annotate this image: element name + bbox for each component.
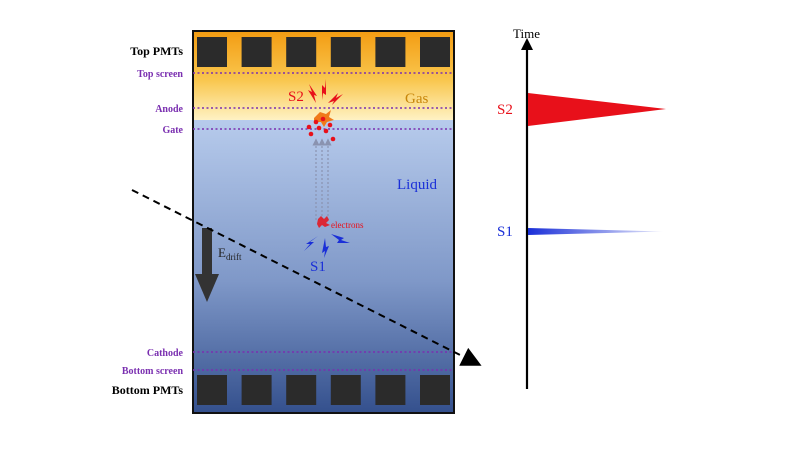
electrons-label: electrons	[331, 220, 364, 230]
liquid-label: Liquid	[397, 177, 437, 193]
top-screen-label: Top screen	[137, 69, 183, 80]
top-pmt-3	[286, 37, 317, 67]
liquid-region	[193, 120, 454, 413]
top-pmt-2	[241, 37, 272, 67]
top-pmt-row	[197, 37, 450, 67]
s2-pulse	[528, 93, 666, 126]
s1-time-label: S1	[497, 224, 513, 240]
bottom-screen-label: Bottom screen	[122, 366, 184, 377]
bottom-pmt-3	[286, 375, 317, 405]
interaction-vertex: electrons	[317, 216, 364, 230]
time-axis-label: Time	[513, 26, 540, 41]
gas-region	[193, 31, 454, 121]
timeline: Time S2 S1	[497, 26, 666, 389]
gas-label: Gas	[405, 91, 428, 107]
time-axis-arrowhead	[521, 38, 533, 50]
particle-track	[131, 189, 482, 366]
top-pmts-label: Top PMTs	[130, 44, 183, 58]
top-pmt-4	[330, 37, 361, 67]
e-drift-main: E	[218, 245, 226, 260]
e-drift-label: Edrift	[218, 245, 242, 262]
s2-detector-label: S2	[288, 89, 304, 105]
bottom-pmt-2	[241, 375, 272, 405]
cathode-label: Cathode	[147, 348, 184, 359]
s1-flash	[304, 234, 350, 258]
electron-drift-paths	[312, 138, 332, 220]
drift-field-arrow	[195, 228, 219, 302]
bottom-pmt-row	[197, 375, 450, 405]
s2-time-label: S2	[497, 102, 513, 118]
bottom-pmts-label: Bottom PMTs	[112, 383, 184, 397]
bottom-pmt-4	[330, 375, 361, 405]
detector-border	[192, 30, 455, 414]
top-pmt-6	[420, 37, 450, 67]
electrode-lines	[193, 72, 454, 371]
s1-pulse	[528, 228, 663, 235]
gate-label: Gate	[162, 125, 183, 136]
anode-label: Anode	[155, 104, 183, 115]
bottom-pmt-1	[197, 375, 227, 405]
electron-cluster	[306, 116, 336, 142]
bottom-pmt-6	[420, 375, 450, 405]
top-pmt-5	[375, 37, 406, 67]
e-drift-sub: drift	[226, 252, 242, 262]
s1-detector-label: S1	[310, 259, 326, 275]
bottom-pmt-5	[375, 375, 406, 405]
detector	[192, 30, 455, 414]
top-pmt-1	[197, 37, 227, 67]
